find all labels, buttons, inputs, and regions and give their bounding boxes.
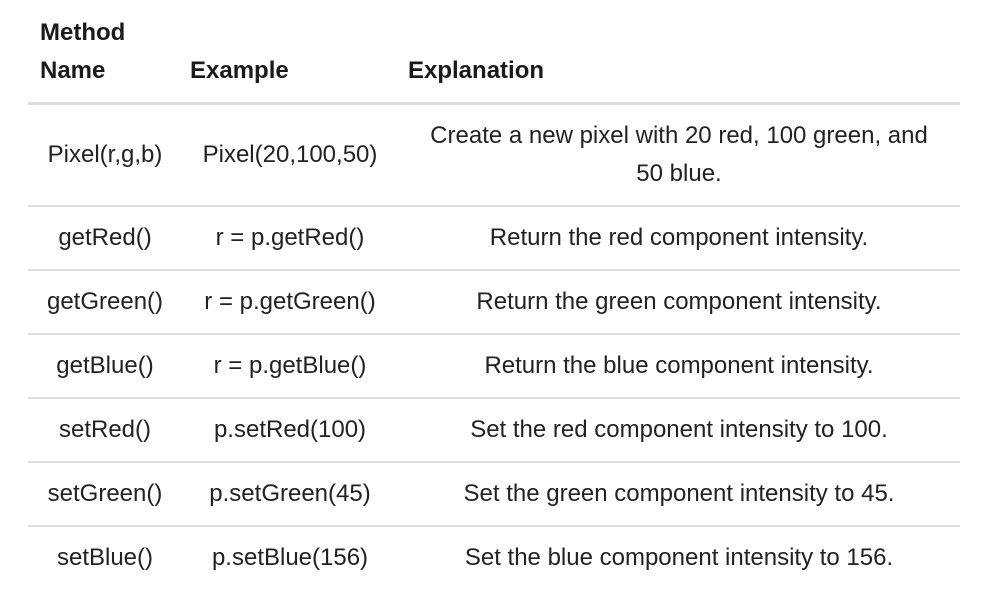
example-cell: p.setRed(100): [182, 398, 398, 463]
method-cell: setRed(): [28, 398, 182, 463]
explanation-cell: Return the blue component intensity.: [398, 334, 960, 399]
example-cell: p.setGreen(45): [182, 462, 398, 527]
table-row: Pixel(r,g,b) Pixel(20,100,50) Create a n…: [28, 103, 960, 207]
explanation-cell: Return the red component intensity.: [398, 206, 960, 271]
example-cell: r = p.getRed(): [182, 206, 398, 271]
explanation-cell: Return the green component intensity.: [398, 270, 960, 335]
header-method-line2: Name: [40, 57, 106, 84]
header-method-line1: Method: [40, 19, 126, 46]
method-cell: Pixel(r,g,b): [28, 103, 182, 207]
table-row: getBlue() r = p.getBlue() Return the blu…: [28, 334, 960, 399]
example-cell: p.setBlue(156): [211, 544, 369, 571]
method-cell: setBlue(): [56, 544, 154, 571]
explanation-cell: Set the red component intensity to 100.: [398, 398, 960, 463]
table-row: setBlue() p.setBlue(156) Set the blue co…: [28, 526, 960, 589]
example-cell: Pixel(20,100,50): [182, 103, 398, 207]
example-cell: r = p.getGreen(): [182, 270, 398, 335]
explanation-cell: Set the blue component intensity to 156.: [464, 544, 894, 571]
method-cell: getBlue(): [28, 334, 182, 399]
method-cell: getGreen(): [28, 270, 182, 335]
table-row: getRed() r = p.getRed() Return the red c…: [28, 206, 960, 271]
header-explanation: Explanation: [398, 0, 960, 105]
table-row: setRed() p.setRed(100) Set the red compo…: [28, 398, 960, 463]
explanation-cell: Create a new pixel with 20 red, 100 gree…: [398, 103, 960, 207]
explanation-cell: Set the green component intensity to 45.: [398, 462, 960, 527]
table-row: getGreen() r = p.getGreen() Return the g…: [28, 270, 960, 335]
method-cell: getRed(): [28, 206, 182, 271]
header-example: Example: [182, 0, 398, 105]
example-cell: r = p.getBlue(): [182, 334, 398, 399]
method-cell: setGreen(): [28, 462, 182, 527]
table-row: setGreen() p.setGreen(45) Set the green …: [28, 462, 960, 527]
